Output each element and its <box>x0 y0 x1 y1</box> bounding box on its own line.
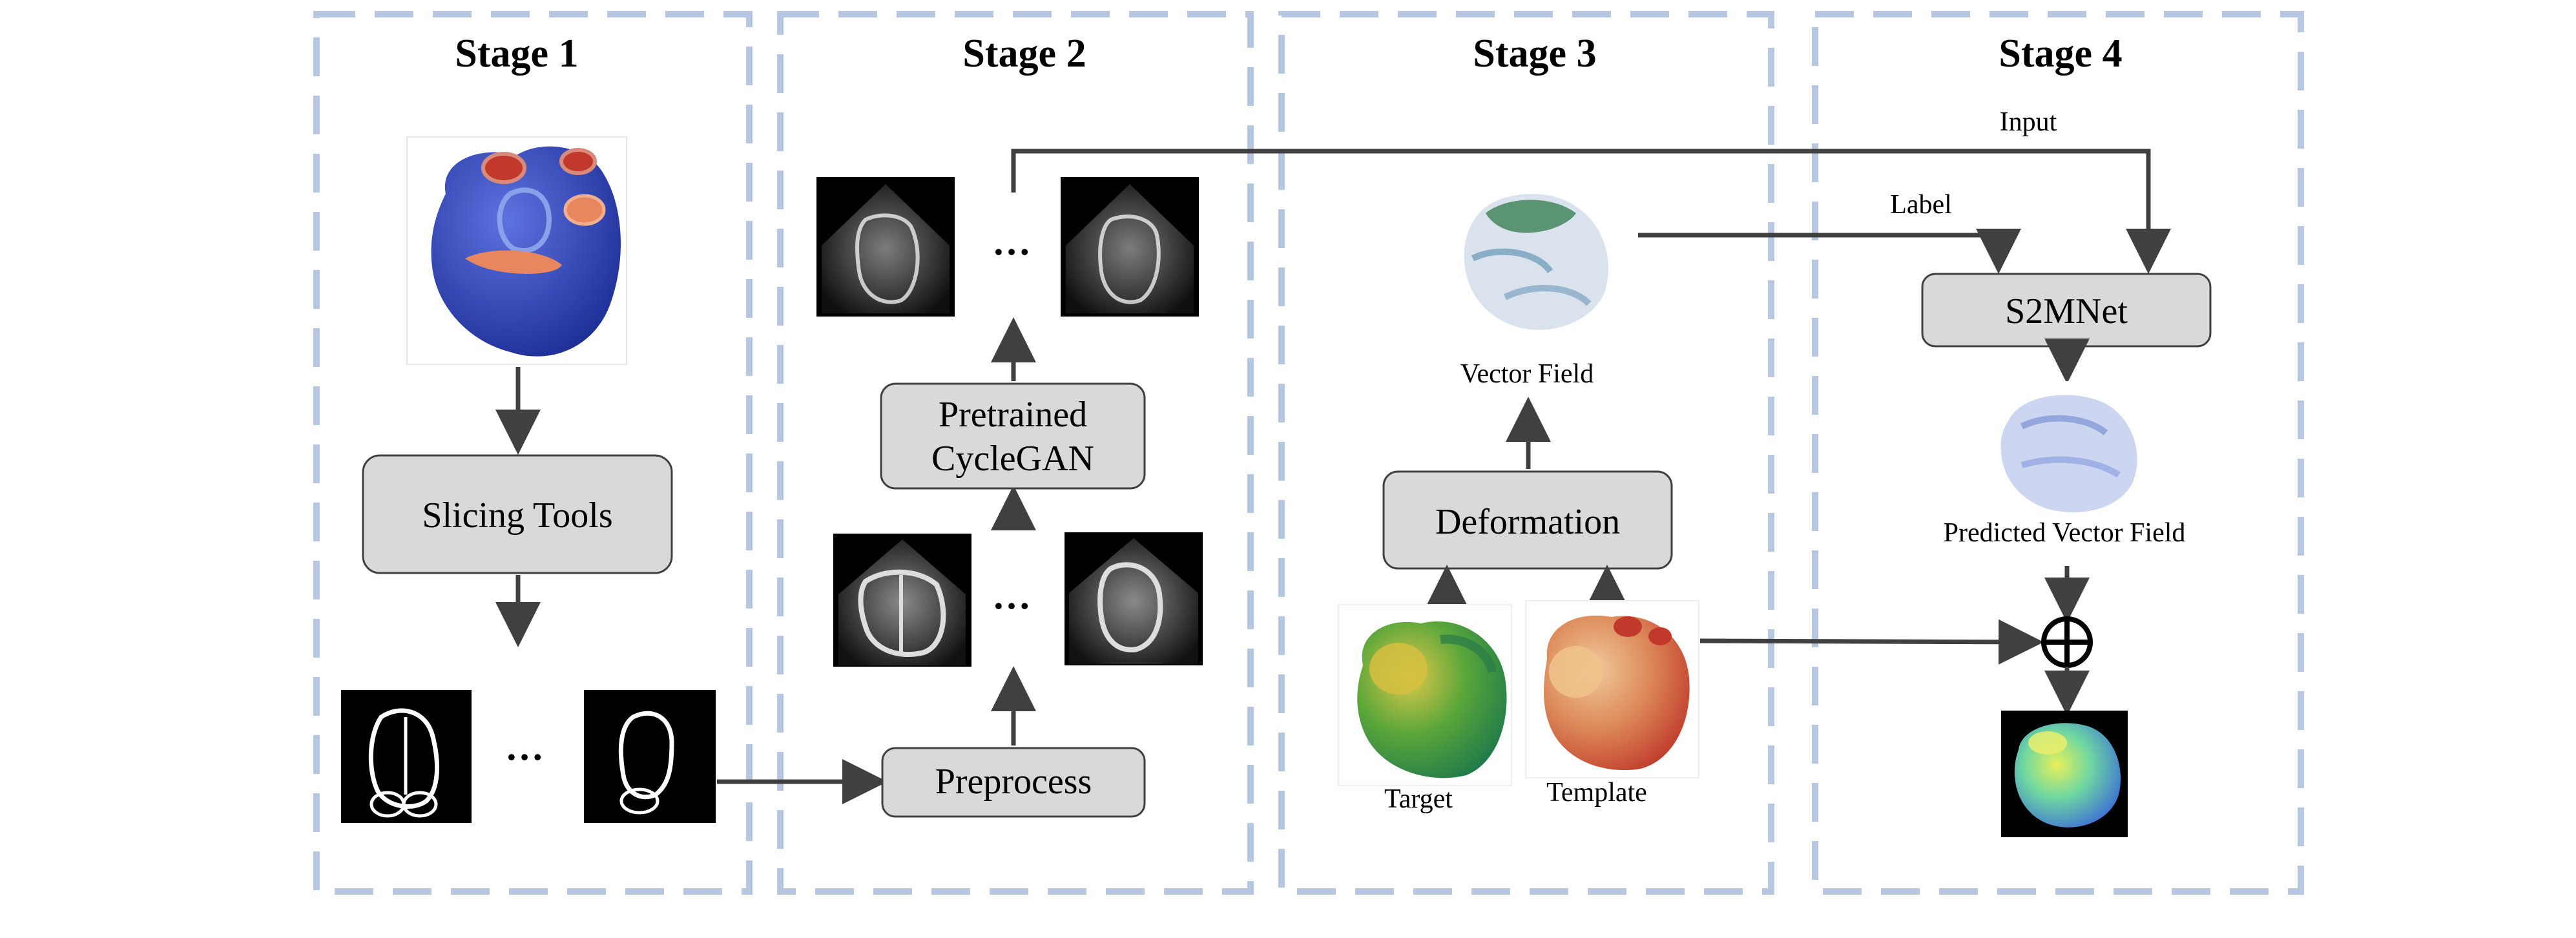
vector-field-image <box>1444 177 1617 336</box>
heart-mesh-image <box>406 136 627 365</box>
arrow-template-to-combine <box>1699 619 2044 665</box>
target-label: Target <box>1384 784 1453 814</box>
stage-1-frame <box>313 11 753 895</box>
echo-ellipsis: … <box>992 220 1031 263</box>
echo-image-2 <box>1061 177 1199 317</box>
template-heart-image <box>1525 600 1699 778</box>
preprocess-label: Preprocess <box>935 762 1092 802</box>
s2mnet-label: S2MNet <box>2005 291 2128 331</box>
slicing-tools-label: Slicing Tools <box>422 495 612 536</box>
stage-3-title: Stage 3 <box>1473 32 1596 76</box>
cyclegan-label-line1: Pretrained <box>939 395 1087 435</box>
deformation-box <box>1382 470 1673 570</box>
target-heart-image <box>1338 604 1512 786</box>
stage-4-title: Stage 4 <box>1999 32 2122 76</box>
arrow-label-to-s2mnet <box>1638 229 2021 274</box>
stage-3-frame <box>1278 11 1774 895</box>
arrow-input-to-s2mnet <box>1011 149 2171 274</box>
ct-ellipsis: … <box>992 574 1031 617</box>
preprocess-box <box>881 747 1146 818</box>
input-label: Input <box>2000 107 2057 137</box>
stage-4-frame <box>1812 11 2304 895</box>
mask-slice-image-2 <box>584 690 716 823</box>
combine-plus-icon <box>2041 616 2093 668</box>
mask-slice-image-1 <box>341 690 472 823</box>
cyclegan-box <box>880 382 1146 490</box>
label-text: Label <box>1890 190 1952 220</box>
stage-2-frame <box>777 11 1254 895</box>
slicing-tools-box <box>362 454 673 574</box>
cyclegan-label-line2: CycleGAN <box>931 439 1094 479</box>
ct-slice-image-1 <box>833 534 971 667</box>
ct-slice-image-2 <box>1065 532 1203 665</box>
vector-field-label: Vector Field <box>1460 359 1594 389</box>
template-label: Template <box>1546 778 1647 808</box>
stage-2-title: Stage 2 <box>962 32 1086 76</box>
echo-image-1 <box>816 177 955 317</box>
deformation-label: Deformation <box>1435 502 1620 542</box>
stage-1-title: Stage 1 <box>455 32 578 76</box>
predicted-vector-field-label: Predicted Vector Field <box>1944 518 2186 548</box>
mask-ellipsis: … <box>505 725 544 768</box>
predicted-vector-field-image <box>1988 381 2147 516</box>
output-heart-image <box>2001 711 2128 837</box>
